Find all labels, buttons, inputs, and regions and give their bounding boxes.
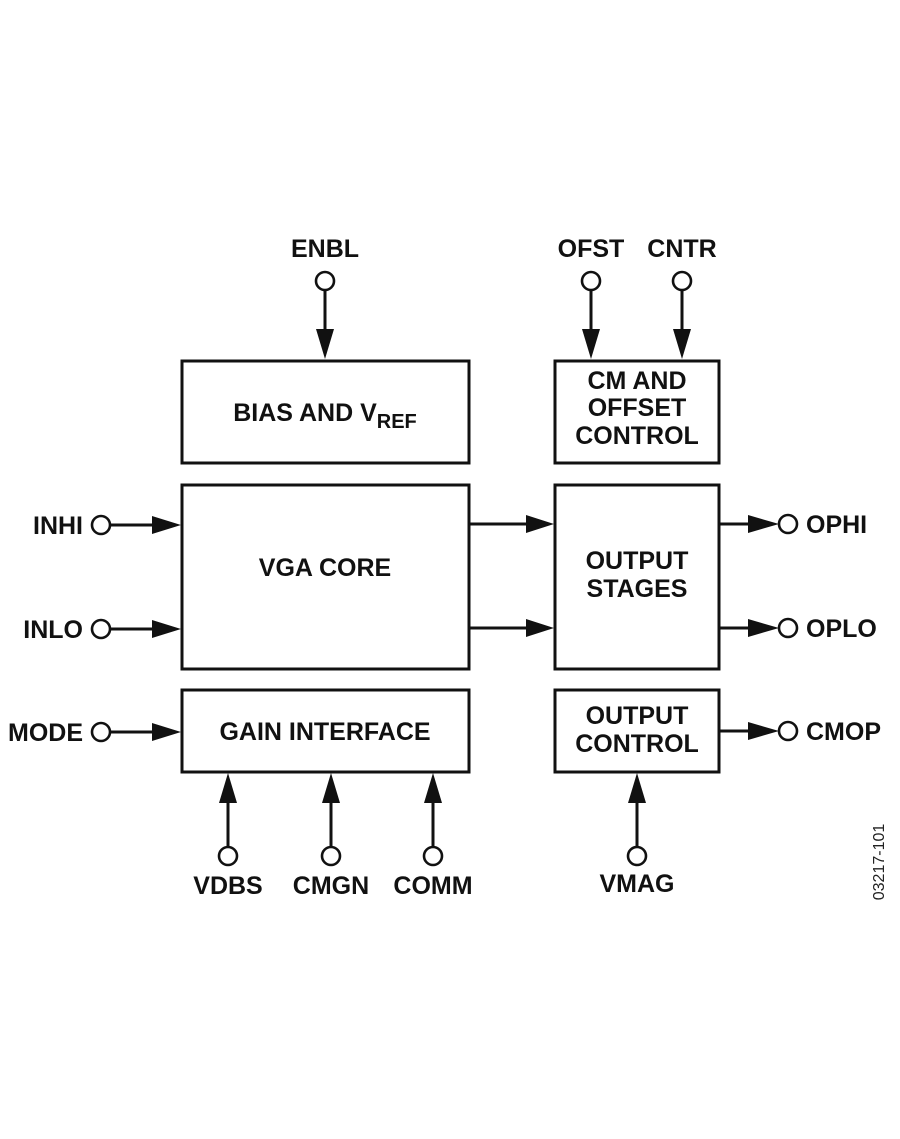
pin-mode: MODE <box>8 719 181 747</box>
output-stages-label-line-1: OUTPUT <box>586 547 689 575</box>
pin-vdbs-label: VDBS <box>193 872 262 900</box>
pin-mode-label: MODE <box>8 719 83 747</box>
pin-enbl-label: ENBL <box>291 235 359 263</box>
pin-ophi-arrow <box>748 515 779 533</box>
pin-oplo-arrow <box>748 619 779 637</box>
pin-inhi: INHI <box>33 512 181 540</box>
pin-cntr-label: CNTR <box>647 235 716 263</box>
pin-vdbs-arrow <box>219 773 237 803</box>
pin-oplo: OPLO <box>719 615 877 643</box>
pin-ofst-terminal <box>580 270 602 292</box>
pin-ophi: OPHI <box>719 511 867 539</box>
pin-vmag-label: VMAG <box>600 870 675 898</box>
pin-mode-arrow <box>152 723 181 741</box>
vga-to-output-hi <box>469 515 554 533</box>
pin-inhi-terminal <box>90 514 112 536</box>
pin-inhi-arrow <box>152 516 181 534</box>
output-stages-label-line-2: STAGES <box>587 575 688 603</box>
gain-interface-block <box>180 688 471 774</box>
cm-and-offset-control-block <box>553 359 721 465</box>
pin-ophi-label: OPHI <box>806 511 867 539</box>
pin-enbl-terminal <box>314 270 336 292</box>
vga-to-output-lo <box>469 619 554 637</box>
gain-interface-label: GAIN INTERFACE <box>219 718 430 746</box>
pin-cmop-terminal <box>777 720 799 742</box>
output-control-label-line-2: CONTROL <box>575 730 699 758</box>
output-control-label-line-1: OUTPUT <box>586 702 689 730</box>
pin-vmag-terminal <box>626 845 648 867</box>
pin-vdbs-terminal <box>217 845 239 867</box>
vga-core-block <box>180 483 471 671</box>
vga-core-label: VGA CORE <box>259 554 391 582</box>
output-stages-block <box>553 483 721 671</box>
cm-offset-label-line-1: CM AND <box>587 367 686 395</box>
pin-vmag-arrow <box>628 773 646 803</box>
pin-cntr-arrow <box>673 329 691 359</box>
vga-to-output-lo-arrow <box>526 619 554 637</box>
pin-ofst: OFST <box>558 235 625 359</box>
pin-cmgn: CMGN <box>293 773 369 900</box>
pin-cmop: CMOP <box>719 718 881 746</box>
pin-enbl-arrow <box>316 329 334 359</box>
pin-oplo-label: OPLO <box>806 615 877 643</box>
pin-inlo: INLO <box>23 616 181 644</box>
pin-ofst-label: OFST <box>558 235 625 263</box>
pin-mode-terminal <box>90 721 112 743</box>
pin-inhi-label: INHI <box>33 512 83 540</box>
cm-offset-label-line-3: CONTROL <box>575 422 699 450</box>
pin-vmag: VMAG <box>600 773 675 898</box>
pin-vdbs: VDBS <box>193 773 263 900</box>
output-control-block <box>553 688 721 774</box>
pin-enbl: ENBL <box>291 235 359 359</box>
pin-cmop-label: CMOP <box>806 718 881 746</box>
pin-comm-terminal <box>422 845 444 867</box>
pin-cmgn-arrow <box>322 773 340 803</box>
pin-cmop-arrow <box>748 722 779 740</box>
pin-ophi-terminal <box>777 513 799 535</box>
pin-ofst-arrow <box>582 329 600 359</box>
pin-cntr-terminal <box>671 270 693 292</box>
pin-cmgn-terminal <box>320 845 342 867</box>
pin-comm-arrow <box>424 773 442 803</box>
bias-block-label: BIAS AND VREF <box>233 399 417 433</box>
pin-comm-label: COMM <box>393 872 472 900</box>
pin-comm: COMM <box>393 773 473 900</box>
pin-inlo-label: INLO <box>23 616 83 644</box>
pin-cmgn-label: CMGN <box>293 872 369 900</box>
pin-inlo-terminal <box>90 618 112 640</box>
pin-inlo-arrow <box>152 620 181 638</box>
pin-oplo-terminal <box>777 617 799 639</box>
cm-offset-label-line-2: OFFSET <box>588 394 687 422</box>
figure-id: 03217-101 <box>871 824 888 901</box>
vga-to-output-hi-arrow <box>526 515 554 533</box>
bias-and-vref-block <box>180 359 471 465</box>
pin-cntr: CNTR <box>647 235 717 359</box>
